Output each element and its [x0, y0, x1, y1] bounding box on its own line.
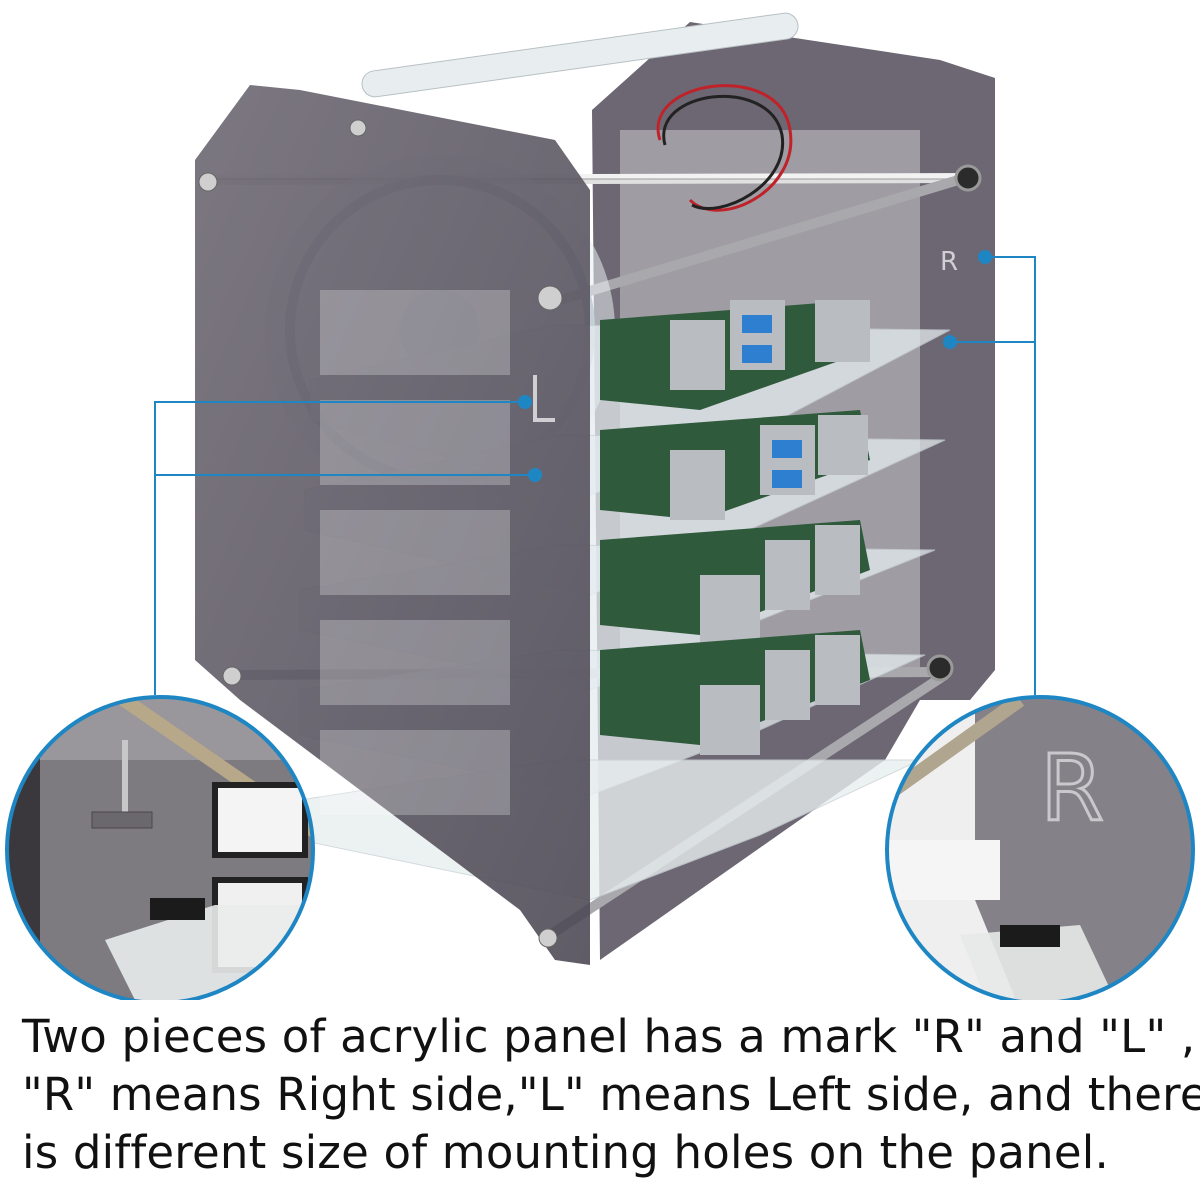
left-side-panel — [195, 85, 590, 965]
callout-lines — [154, 250, 1036, 695]
right-mark-closeup: R — [885, 695, 1195, 1000]
panel-mark-r: R — [940, 247, 958, 277]
svg-text:R: R — [1040, 735, 1104, 842]
product-photo: R — [5, 12, 1195, 1000]
caption: Two pieces of acrylic panel has a mark "… — [22, 1008, 1200, 1182]
caption-line-2: "R" means Right side,"L" means Left side… — [22, 1068, 1200, 1121]
caption-line-1: Two pieces of acrylic panel has a mark "… — [22, 1010, 1196, 1063]
caption-line-3: is different size of mounting holes on t… — [22, 1126, 1109, 1179]
